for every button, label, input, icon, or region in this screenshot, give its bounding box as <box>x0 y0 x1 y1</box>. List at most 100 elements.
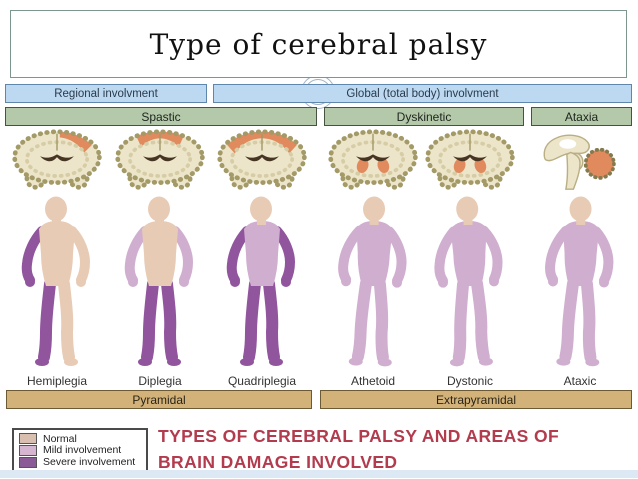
legend-item-severe: Severe involvement <box>19 455 141 468</box>
column-athetoid: Athetoid <box>323 128 423 390</box>
body-left-arm <box>124 226 150 287</box>
body-right-leg <box>580 278 600 367</box>
bar-label: Spastic <box>141 109 181 124</box>
body-head <box>363 196 386 226</box>
slide-caption: TYPES OF CEREBRAL PALSY AND AREAS OF BRA… <box>158 426 560 473</box>
figure-label: Ataxic <box>563 374 597 388</box>
body-illustration <box>422 196 517 368</box>
brain-damage-basal-ganglia <box>356 158 390 174</box>
coronal-brain-icon <box>328 129 418 190</box>
body-illustration <box>325 196 420 368</box>
body-right-leg <box>161 278 181 366</box>
bar-ataxia: Ataxia <box>531 107 632 126</box>
body-left-leg <box>348 277 372 366</box>
body-head <box>456 196 479 226</box>
brain-illustration <box>214 128 310 194</box>
body-head <box>45 196 67 225</box>
body-head <box>569 196 592 226</box>
legend-label: Severe involvement <box>43 455 136 468</box>
body-figure-icon <box>545 196 614 367</box>
body-left-leg <box>35 278 56 366</box>
legend-swatch-normal <box>19 433 37 445</box>
legend-item-mild: Mild involvement <box>19 444 141 457</box>
bar-spastic: Spastic <box>5 107 317 126</box>
column-quadriplegia: Quadriplegia <box>212 128 312 390</box>
legend-item-normal: Normal <box>19 432 141 445</box>
figure-label: Hemiplegia <box>26 374 88 388</box>
body-figure-icon <box>434 196 503 367</box>
body-illustration <box>112 196 207 368</box>
body-torso <box>450 221 487 287</box>
column-diplegia: Diplegia <box>110 128 210 390</box>
body-right-arm <box>170 226 194 287</box>
slide-title-box: Type of cerebral palsy <box>10 10 627 78</box>
brain-damage-motor-wide <box>227 131 297 154</box>
slide-title: Type of cerebral palsy <box>149 27 488 61</box>
brain-damage-cerebellum <box>583 147 616 180</box>
figure-label: Dystonic <box>446 374 493 388</box>
brain-damage-motor-both <box>136 131 184 147</box>
body-head <box>148 196 170 225</box>
body-right-leg <box>263 278 283 366</box>
column-dystonic: Dystonic <box>420 128 520 390</box>
body-figure-icon <box>21 196 91 366</box>
body-head <box>250 196 272 225</box>
body-left-leg <box>556 277 579 366</box>
brain-illustration <box>325 128 421 194</box>
body-torso <box>356 221 393 287</box>
sagittal-brain-icon <box>543 134 616 190</box>
body-right-arm <box>384 226 407 288</box>
column-hemiplegia: Hemiplegia <box>7 128 107 390</box>
body-right-leg <box>58 278 78 366</box>
body-right-arm <box>591 226 614 288</box>
body-illustration <box>214 196 309 368</box>
coronal-brain-icon <box>217 129 307 190</box>
figure-label: Diplegia <box>138 374 182 388</box>
body-right-arm <box>272 226 296 287</box>
bar-extrapyramidal: Extrapyramidal <box>320 390 632 409</box>
brain-illustration <box>112 128 208 194</box>
body-figure-icon <box>124 196 194 366</box>
brain-illustration <box>422 128 518 194</box>
body-torso <box>39 221 75 286</box>
body-torso <box>244 221 280 286</box>
bar-label: Global (total body) involvment <box>346 87 499 100</box>
coronal-brain-icon <box>115 129 205 190</box>
column-ataxic: Ataxic <box>530 128 630 390</box>
body-figure-icon <box>226 196 296 366</box>
body-left-leg <box>240 278 261 366</box>
figure-label: Quadriplegia <box>227 374 297 388</box>
legend-label: Normal <box>43 432 77 445</box>
figure-label: Athetoid <box>350 374 396 388</box>
bar-label: Extrapyramidal <box>435 392 517 407</box>
legend-label: Mild involvement <box>43 444 122 457</box>
legend-swatch-severe <box>19 456 37 468</box>
body-left-leg <box>138 278 159 366</box>
brain-illustration <box>532 128 628 194</box>
legend-box: Normal Mild involvement Severe involveme… <box>12 428 148 473</box>
brain-illustration <box>9 128 105 194</box>
footer-strip <box>0 470 638 478</box>
body-torso <box>563 221 600 287</box>
coronal-brain-icon <box>425 129 515 190</box>
brain-damage-motor-right <box>59 131 92 153</box>
body-right-leg <box>373 278 392 367</box>
body-left-leg <box>449 278 470 367</box>
body-torso <box>142 221 178 286</box>
brain-damage-basal-ganglia <box>453 158 487 174</box>
bar-label: Pyramidal <box>132 392 186 407</box>
body-left-arm <box>545 225 572 287</box>
body-figure-icon <box>338 196 407 367</box>
legend-swatch-mild <box>19 444 37 456</box>
body-illustration <box>9 196 104 368</box>
bar-dyskinetic: Dyskinetic <box>324 107 524 126</box>
bar-label: Dyskinetic <box>396 109 452 124</box>
bar-regional-involvement: Regional involvment <box>5 84 207 103</box>
body-right-arm <box>478 225 503 287</box>
body-illustration <box>532 196 627 368</box>
body-left-arm <box>226 226 252 287</box>
body-right-leg <box>471 277 493 366</box>
bar-label: Regional involvment <box>54 87 158 100</box>
bar-global-involvement: Global (total body) involvment <box>213 84 632 103</box>
body-right-arm <box>67 226 91 287</box>
